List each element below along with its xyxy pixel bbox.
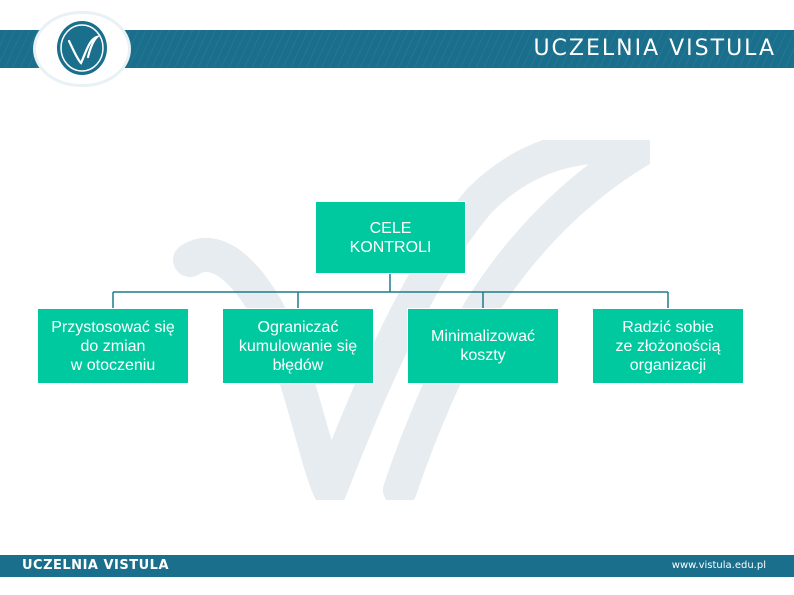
child-node: Minimalizować koszty — [407, 308, 559, 384]
child-node: Radzić sobie ze złożonością organizacji — [592, 308, 744, 384]
root-node: CELE KONTROLI — [315, 201, 466, 274]
child-node: Przystosować się do zmian w otoczeniu — [37, 308, 189, 384]
child-node: Ograniczać kumulowanie się błędów — [222, 308, 374, 384]
brand-title: UCZELNIA VISTULA — [533, 36, 776, 61]
footer-band — [0, 555, 794, 577]
header-band — [0, 30, 794, 68]
footer-url: www.vistula.edu.pl — [671, 560, 766, 571]
vistula-logo-icon — [57, 21, 107, 75]
footer-brand: UCZELNIA VISTULA — [22, 558, 170, 573]
